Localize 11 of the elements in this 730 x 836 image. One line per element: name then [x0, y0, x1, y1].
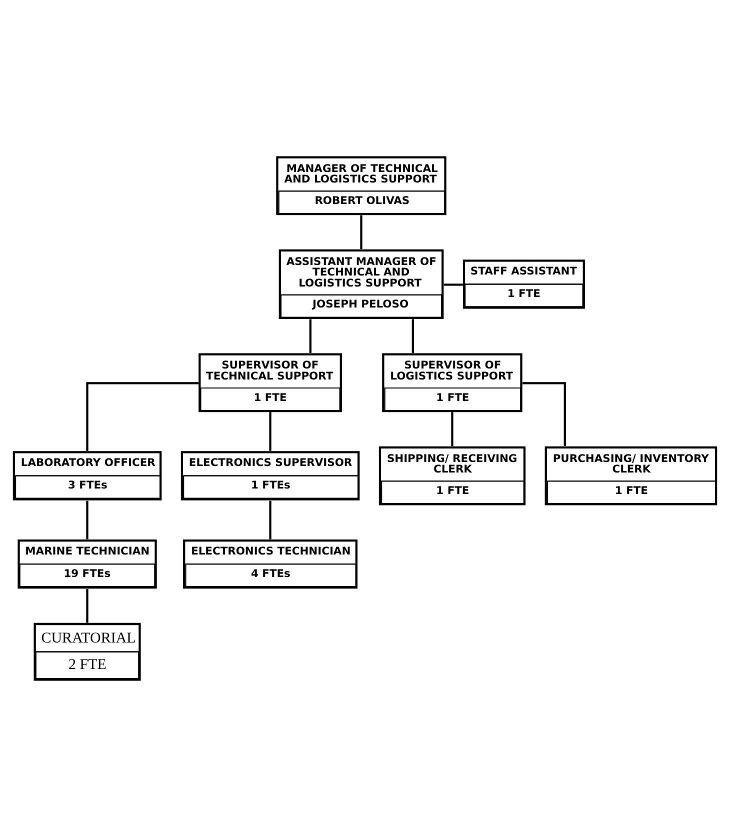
- connector: [86, 500, 88, 539]
- connector: [412, 318, 414, 352]
- connector: [451, 412, 454, 446]
- connector: [86, 382, 198, 450]
- connector: [86, 588, 88, 622]
- connector: [269, 500, 272, 539]
- connector: [360, 214, 362, 249]
- connector: [444, 283, 463, 286]
- connector: [522, 382, 566, 446]
- connector: [269, 412, 272, 450]
- connector: [309, 318, 312, 352]
